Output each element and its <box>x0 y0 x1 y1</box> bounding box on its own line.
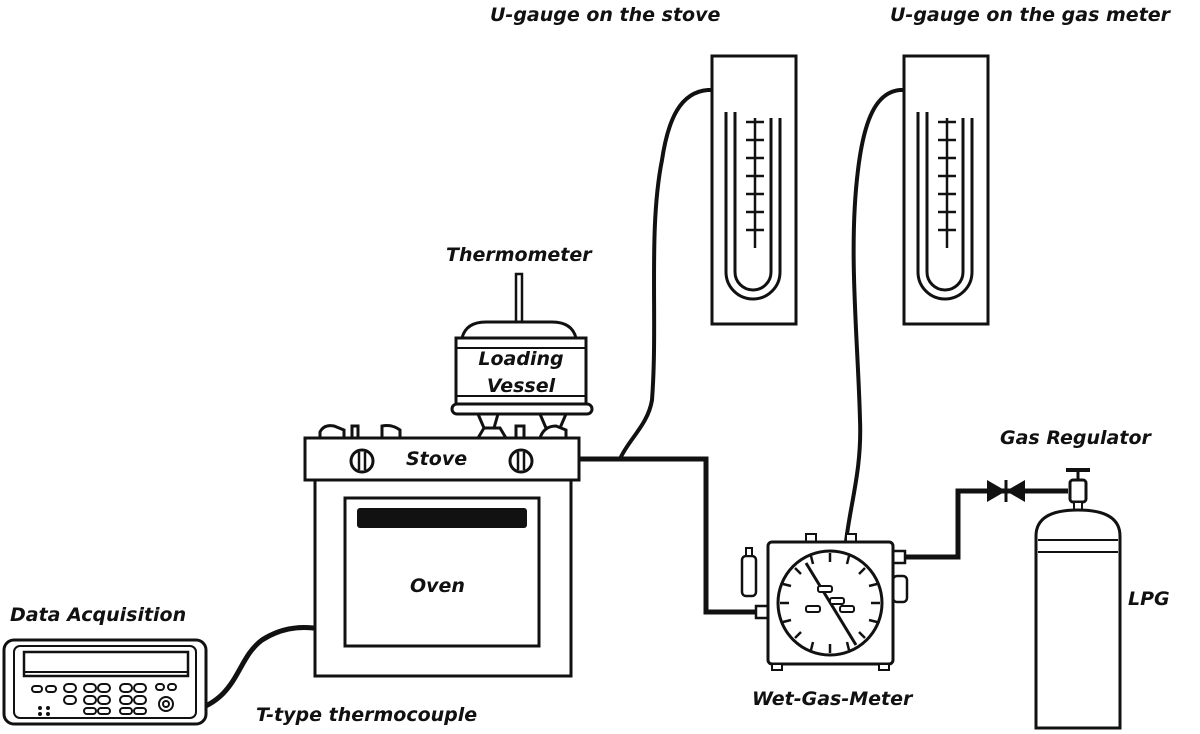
wet-gas-meter-label: Wet-Gas-Meter <box>752 688 913 710</box>
meter-dial-ticks <box>780 553 880 653</box>
daq-buttons <box>31 683 177 715</box>
u-gauge-gas-meter <box>902 54 990 326</box>
meter-dial-windows <box>805 585 855 613</box>
lpg-cylinder <box>1034 468 1122 730</box>
daq-vents <box>38 706 50 716</box>
u-gauge-stove <box>710 54 798 326</box>
stove-label: Stove <box>406 448 468 470</box>
oven-label: Oven <box>410 575 465 597</box>
gas-regulator-valve <box>987 480 1025 502</box>
meter-gauge-tube <box>844 88 924 543</box>
gas-regulator-label: Gas Regulator <box>1000 427 1151 449</box>
u-gauge-stove-scale <box>746 118 764 248</box>
loading-vessel-label-line1: Loading <box>478 348 564 370</box>
stove-to-meter-pipe <box>578 456 768 615</box>
thermometer-stem <box>514 272 524 328</box>
thermocouple-label: T-type thermocouple <box>256 704 478 726</box>
stove-knob-left <box>349 448 375 474</box>
u-gauge-stove-label: U-gauge on the stove <box>490 4 721 26</box>
lpg-label: LPG <box>1128 588 1170 610</box>
oven-door-handle <box>357 508 527 528</box>
u-gauge-gas-meter-scale <box>938 118 956 248</box>
stove-burners <box>318 424 568 440</box>
wet-gas-meter <box>740 533 909 671</box>
u-gauge-gas-meter-label: U-gauge on the gas meter <box>890 4 1171 26</box>
oven <box>313 478 573 678</box>
data-acquisition-label: Data Acquisition <box>10 604 187 626</box>
stove-knob-right <box>508 448 534 474</box>
loading-vessel-label-line2: Vessel <box>486 375 556 397</box>
thermometer-label: Thermometer <box>446 244 592 266</box>
stove-gauge-tube <box>618 88 732 460</box>
data-acquisition-unit <box>2 638 208 726</box>
stove-top-panel <box>303 436 581 482</box>
loading-vessel <box>450 320 594 429</box>
